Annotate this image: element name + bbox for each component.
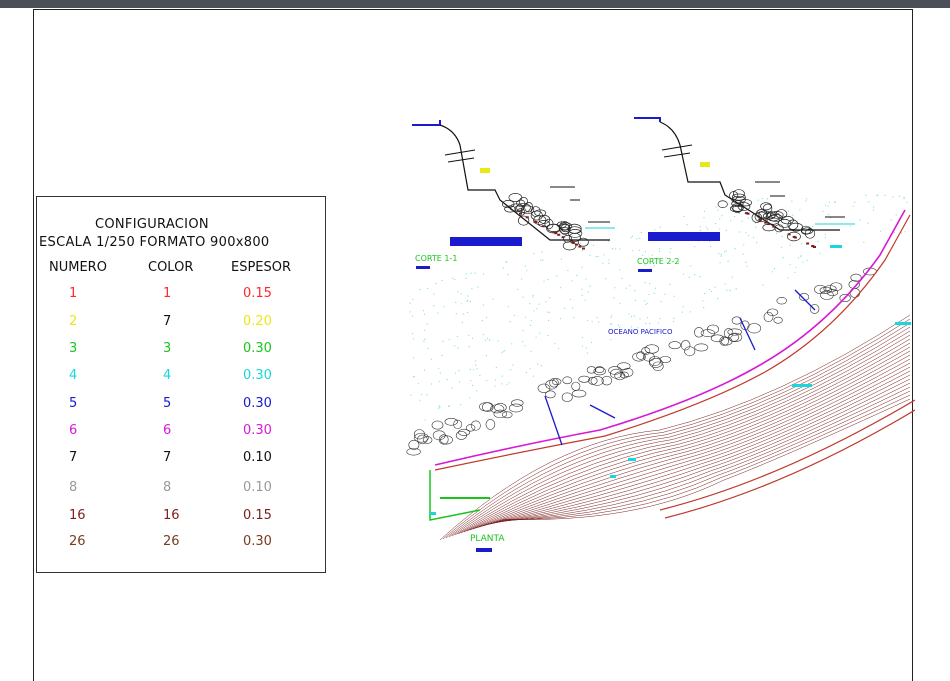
legend-espesor-cell: 0.15 <box>243 286 272 301</box>
legend-color-cell: 4 <box>163 368 172 383</box>
legend-scale-format: ESCALA 1/250 FORMATO 900x800 <box>39 235 270 250</box>
ocean-area <box>409 194 908 421</box>
legend-color-cell: 1 <box>163 286 172 301</box>
legend-numero-cell: 16 <box>69 508 86 523</box>
legend-color-cell: 8 <box>163 480 172 495</box>
legend-numero-cell: 8 <box>69 480 78 495</box>
section-1-1: CORTE 1-1 <box>412 120 615 269</box>
section-1-1-label: CORTE 1-1 <box>415 254 457 263</box>
legend-espesor-cell: 0.10 <box>243 450 272 465</box>
legend-numero-cell: 1 <box>69 286 78 301</box>
legend-numero-cell: 5 <box>69 396 78 411</box>
legend-numero-cell: 26 <box>69 534 86 549</box>
layer-legend-table: CONFIGURACION ESCALA 1/250 FORMATO 900x8… <box>36 196 326 573</box>
legend-espesor-cell: 0.30 <box>243 341 272 356</box>
header-espesor: ESPESOR <box>231 260 292 275</box>
legend-row: 16 16 0.15 <box>37 508 325 526</box>
section-2-2-label: CORTE 2-2 <box>637 257 679 266</box>
legend-numero-cell: 3 <box>69 341 78 356</box>
legend-color-cell: 5 <box>163 396 172 411</box>
legend-espesor-cell: 0.15 <box>243 508 272 523</box>
header-color: COLOR <box>148 260 194 275</box>
legend-title: CONFIGURACION <box>95 217 209 232</box>
legend-numero-cell: 4 <box>69 368 78 383</box>
legend-color-cell: 16 <box>163 508 180 523</box>
legend-color-cell: 7 <box>163 314 172 329</box>
legend-espesor-cell: 0.30 <box>243 396 272 411</box>
window-top-bar <box>0 0 950 8</box>
legend-color-cell: 26 <box>163 534 180 549</box>
legend-espesor-cell: 0.30 <box>243 368 272 383</box>
legend-espesor-cell: 0.10 <box>243 480 272 495</box>
plan-view: OCEANO PACIFICO PLANTA <box>406 209 915 552</box>
header-numero: NUMERO <box>49 260 107 275</box>
legend-numero-cell: 2 <box>69 314 78 329</box>
legend-espesor-cell: 0.30 <box>243 423 272 438</box>
cad-drawing: CORTE 1-1 CORTE 2-2 OCEANO PACIFICO PLAN… <box>406 117 915 552</box>
legend-color-cell: 7 <box>163 450 172 465</box>
legend-numero-cell: 6 <box>69 423 78 438</box>
legend-color-cell: 6 <box>163 423 172 438</box>
ocean-label: OCEANO PACIFICO <box>608 328 673 336</box>
legend-espesor-cell: 0.20 <box>243 314 272 329</box>
legend-numero-cell: 7 <box>69 450 78 465</box>
legend-espesor-cell: 0.30 <box>243 534 272 549</box>
legend-color-cell: 3 <box>163 341 172 356</box>
section-2-2: CORTE 2-2 <box>634 117 855 272</box>
legend-row: 26 26 0.30 <box>37 534 325 552</box>
plan-label: PLANTA <box>470 534 505 544</box>
